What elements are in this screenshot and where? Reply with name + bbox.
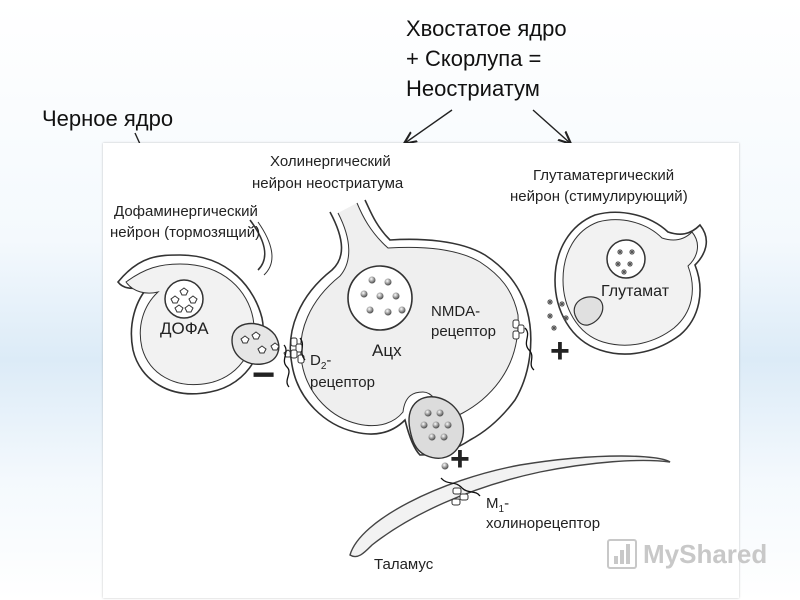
nmda-receptor <box>512 319 525 340</box>
thalamus-label: Таламус <box>374 556 434 573</box>
dopa-vesicle <box>164 279 204 319</box>
ach-molecules <box>360 276 406 316</box>
dopaminergic-neuron: ДОФА − <box>116 219 293 397</box>
title-line-1: Хвостатое ядро <box>406 16 567 41</box>
nmda-label-line2: рецептор <box>431 323 496 340</box>
glutamatergic-neuron: Глутамат + Глутаматергический нейрон (ст… <box>510 167 708 370</box>
arrow-to-glutamatergic <box>532 109 570 143</box>
m1-label-line2: холинорецептор <box>486 515 600 532</box>
myshared-watermark: MyShared <box>607 537 767 571</box>
released-glutamate <box>547 299 569 331</box>
ach-label: Ацх <box>372 341 402 360</box>
d2-label: D2- <box>310 352 331 372</box>
thalamus-outer <box>349 455 671 558</box>
cholinergic-terminal-vesicles <box>420 409 452 470</box>
slide-title: Хвостатое ядро + Скорлупа = Неостриатум <box>406 14 567 104</box>
glutamate-molecules <box>615 249 635 275</box>
plus-sign-m1: + <box>450 440 470 478</box>
cholinergic-title-line1: Холинергический <box>270 153 391 170</box>
black-nucleus-label: Черное ядро <box>42 106 174 131</box>
glutamatergic-title-line2: нейрон (стимулирующий) <box>510 188 688 205</box>
dopaminergic-neuron-inner <box>125 263 255 385</box>
dopaminergic-axon <box>249 219 266 271</box>
dopaminergic-title-line2: нейрон (тормозящий) <box>110 224 260 241</box>
title-line-3: Неостриатум <box>406 76 540 101</box>
cholinergic-neuron: Ацх + D2 <box>252 153 535 478</box>
glutamatergic-terminal <box>573 296 604 326</box>
watermark-text: MyShared <box>643 538 768 569</box>
glutamate-vesicle <box>606 239 646 279</box>
neostriatum-diagram: ДОФА − <box>110 153 708 573</box>
dopa-pentagons <box>170 287 198 313</box>
plus-sign-nmda: + <box>550 332 570 370</box>
m1-label: M1- <box>486 495 509 515</box>
thalamus-neuron: Таламус M1- холинорецептор <box>349 455 671 573</box>
bar-chart-icon <box>607 539 637 569</box>
dopaminergic-title-line1: Дофаминергический <box>114 203 258 220</box>
minus-sign: − <box>252 353 275 397</box>
nmda-label-line1: NMDA- <box>431 303 480 320</box>
arrow-to-cholinergic <box>405 109 453 143</box>
cholinergic-title-line2: нейрон неостриатума <box>252 175 404 192</box>
diagram-panel: ДОФА − <box>103 143 739 598</box>
dopaminergic-terminal <box>231 322 280 365</box>
glutamatergic-neuron-outer <box>554 211 708 355</box>
title-line-2: + Скорлупа = <box>406 46 542 71</box>
dopa-label: ДОФА <box>160 319 209 338</box>
d2-label-line2: рецептор <box>310 374 375 391</box>
glutamate-label: Глутамат <box>601 283 670 300</box>
m1-receptor <box>451 487 469 506</box>
glutamatergic-title-line1: Глутаматергический <box>533 167 674 184</box>
